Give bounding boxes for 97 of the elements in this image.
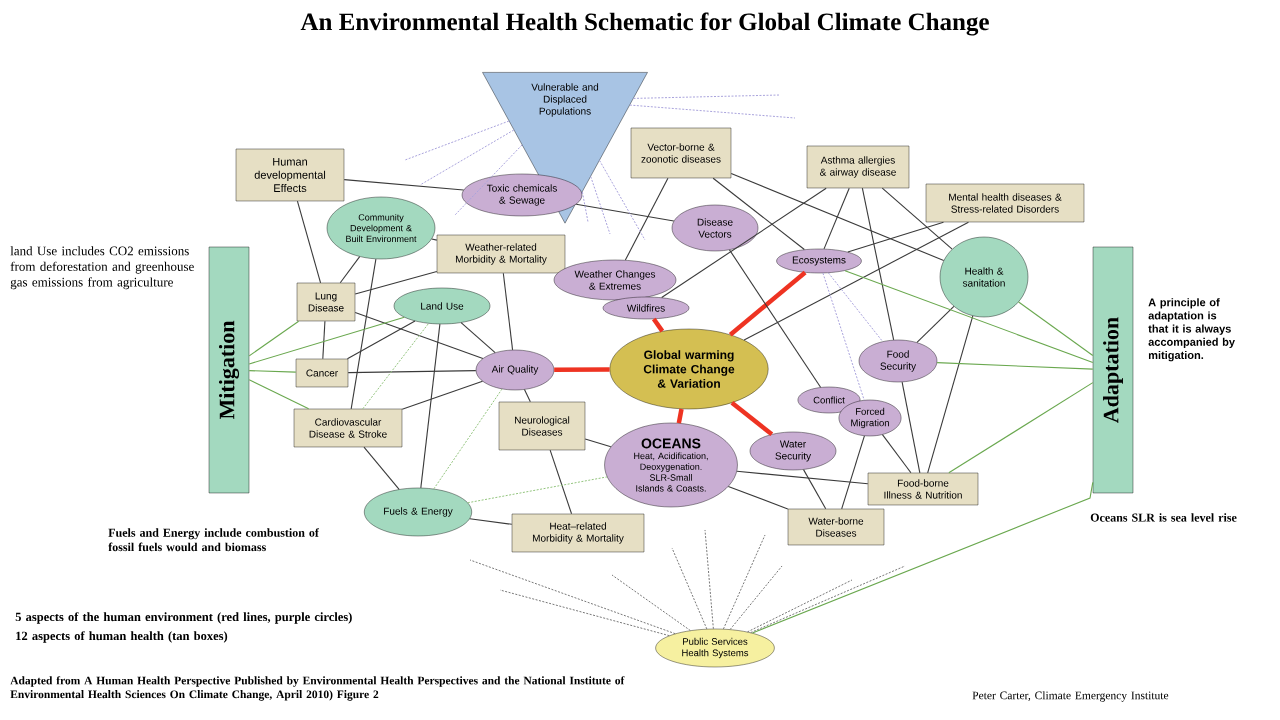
- connector-line: [584, 438, 612, 448]
- note-text: A principle of adaptation is that it is always accompanied by mitigation.: [1148, 298, 1235, 362]
- health-box: Food-borne Illness & Nutrition: [867, 472, 979, 506]
- connector-line: [936, 362, 1094, 370]
- connector-line: [844, 270, 1094, 364]
- health-box: Human developmental Effects: [235, 148, 345, 202]
- connector-line: [248, 320, 300, 357]
- connector-line: [467, 476, 608, 504]
- connector-line: [248, 379, 310, 410]
- connector-line: [822, 272, 865, 401]
- connector-line: [730, 401, 774, 437]
- ray-line: [499, 589, 670, 637]
- note-text: Fuels and Energy include combustion of fossil fuels would and biomass: [108, 528, 319, 552]
- connector-line: [354, 271, 438, 295]
- connector-line: [1018, 301, 1094, 356]
- ray-line: [671, 547, 708, 630]
- ray-line: [419, 129, 515, 186]
- connector-line: [730, 172, 945, 262]
- connector-line: [841, 435, 865, 510]
- connector-line: [651, 317, 665, 333]
- connector-line: [350, 258, 377, 410]
- health-box: Asthma allergies & airway disease: [806, 145, 910, 189]
- connector-line: [736, 470, 869, 485]
- note-text: Adapted from A Human Health Perspective Published by Environmental Health Perspectives and the National Institute of Environmental Health Sciences On Climate Change, April 2010) Figure 2: [10, 676, 625, 701]
- connector-line: [523, 389, 531, 403]
- health-box: Cancer: [295, 358, 349, 388]
- ray-line: [746, 579, 853, 633]
- connector-line: [743, 221, 969, 341]
- health-box: Cardiovascular Disease & Stroke: [293, 408, 403, 448]
- connector-line: [248, 316, 405, 365]
- ray-line: [629, 104, 796, 119]
- ray-line: [750, 565, 906, 634]
- strategy-bar: Adaptation: [1092, 246, 1134, 494]
- connector-line: [823, 187, 850, 250]
- health-box: Vector-borne & zoonotic diseases: [630, 127, 732, 179]
- ray-line: [590, 176, 611, 235]
- connector-line: [661, 187, 827, 299]
- ray-line: [722, 534, 766, 630]
- title: An Environmental Health Schematic for Global Climate Change: [300, 12, 989, 36]
- health-box: Lung Disease: [296, 282, 356, 322]
- connector-line: [803, 469, 827, 510]
- connector-line: [343, 179, 465, 191]
- connector-line: [827, 272, 884, 342]
- connector-line: [881, 434, 912, 474]
- connector-line: [948, 382, 1094, 474]
- health-box: Heat–related Morbidity & Mortality: [511, 513, 645, 553]
- connector-line: [901, 381, 921, 474]
- connector-line: [554, 367, 610, 372]
- ray-line: [581, 191, 589, 223]
- health-box: Water-borne Diseases: [787, 508, 885, 546]
- connector-line: [575, 203, 675, 222]
- ray-line: [599, 160, 646, 241]
- connector-line: [296, 200, 322, 284]
- connector-line: [712, 177, 805, 251]
- ray-line: [633, 94, 781, 99]
- note-text: Oceans SLR is sea level rise: [1090, 513, 1237, 522]
- connector-line: [861, 187, 895, 341]
- connector-line: [248, 370, 297, 373]
- connector-line: [676, 408, 684, 424]
- ray-line: [454, 144, 523, 216]
- ray-line: [611, 574, 691, 631]
- connector-line: [339, 256, 361, 284]
- note-text: land Use includes CO2 emissions from deforestation and greenhouse gas emissions from agriculture: [10, 246, 194, 290]
- connector-line: [433, 388, 503, 490]
- connector-line: [469, 518, 513, 525]
- connector-line: [728, 249, 822, 388]
- connector-line: [347, 370, 477, 374]
- connector-line: [927, 315, 974, 474]
- strategy-bar: Mitigation: [208, 246, 250, 494]
- connector-line: [847, 221, 944, 253]
- connector-line: [728, 270, 807, 337]
- ray-line: [704, 529, 714, 630]
- ray-line: [729, 565, 783, 630]
- health-box: Mental health diseases & Stress-related Disorders: [925, 183, 1085, 223]
- connector-line: [751, 481, 1094, 634]
- connector-line: [460, 322, 496, 354]
- note-text: 5 aspects of the human environment (red lines, purple circles): [15, 612, 352, 624]
- connector-line: [346, 320, 416, 360]
- health-box: Neurological Diseases: [498, 401, 586, 451]
- connector-line: [362, 322, 430, 410]
- connector-line: [322, 320, 326, 360]
- connector-line: [624, 177, 669, 261]
- connector-line: [420, 323, 441, 489]
- connector-line: [363, 446, 400, 490]
- connector-line: [502, 272, 514, 351]
- health-box: Weather-related Morbidity & Mortality: [436, 234, 566, 274]
- connector-line: [727, 486, 789, 510]
- connector-line: [401, 380, 484, 410]
- ray-line: [469, 559, 676, 635]
- ray-line: [404, 120, 510, 161]
- connector-line: [881, 187, 953, 250]
- connector-line: [549, 449, 573, 515]
- connector-line: [431, 238, 438, 241]
- note-text: 12 aspects of human health (tan boxes): [16, 631, 228, 643]
- note-text: Peter Carter, Climate Emergency Institute: [972, 691, 1169, 702]
- connector-line: [916, 305, 955, 343]
- connector-line: [354, 311, 484, 359]
